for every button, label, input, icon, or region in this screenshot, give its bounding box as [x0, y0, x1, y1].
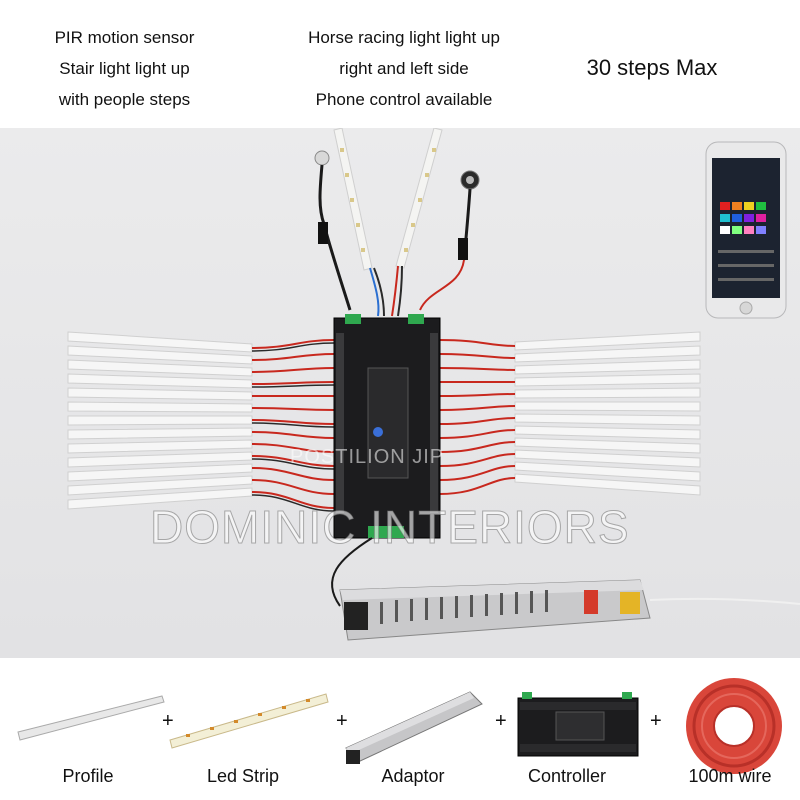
label-adaptor: Adaptor	[381, 766, 445, 786]
horse-feature-text: Horse racing light light up right and le…	[282, 22, 526, 115]
wire-roll-component	[686, 678, 782, 774]
pir-line-3: with people steps	[58, 90, 191, 109]
plus-sign-2: +	[336, 710, 348, 732]
watermark-large: DOMINIC INTERIORS	[150, 501, 630, 554]
controller-box	[333, 314, 441, 539]
left-wires	[251, 339, 335, 509]
pir-line-1: PIR motion sensor	[54, 28, 195, 47]
power-supply	[339, 579, 800, 641]
label-profile: Profile	[62, 766, 114, 786]
top-led-strips	[333, 128, 443, 271]
horse-line-1: Horse racing light light up	[308, 28, 500, 47]
left-profile-bars	[67, 331, 253, 510]
right-profile-bars	[514, 331, 701, 496]
adaptor-component	[345, 691, 483, 764]
plus-sign-1: +	[162, 710, 174, 732]
right-wires	[439, 339, 516, 495]
features-header: PIR motion sensor Stair light light up w…	[0, 0, 800, 128]
horse-line-2: right and left side	[339, 59, 469, 78]
phone-app	[705, 141, 787, 319]
label-wire: 100m wire	[688, 766, 772, 786]
watermark-small: POSTILION JIP	[290, 446, 445, 468]
controller-component	[517, 692, 639, 757]
horse-line-3: Phone control available	[315, 90, 493, 109]
pir-sensor-left	[314, 150, 352, 311]
pir-sensor-right	[419, 170, 480, 311]
profile-component	[17, 695, 165, 741]
components-illustration	[17, 678, 782, 774]
scene-illustration	[67, 128, 800, 641]
product-scene: POSTILION JIP DOMINIC INTERIORS	[0, 128, 800, 658]
pir-feature-text: PIR motion sensor Stair light light up w…	[22, 22, 227, 115]
pir-line-2: Stair light light up	[59, 59, 190, 78]
led-strip-component	[169, 693, 329, 749]
label-controller: Controller	[527, 766, 607, 786]
plus-sign-4: +	[650, 710, 662, 732]
components-row: + + + + Profile Led Strip Adaptor Contro…	[0, 658, 800, 800]
max-steps-text: 30 steps Max	[586, 55, 718, 80]
plus-sign-3: +	[495, 710, 507, 732]
label-led-strip: Led Strip	[206, 766, 280, 786]
